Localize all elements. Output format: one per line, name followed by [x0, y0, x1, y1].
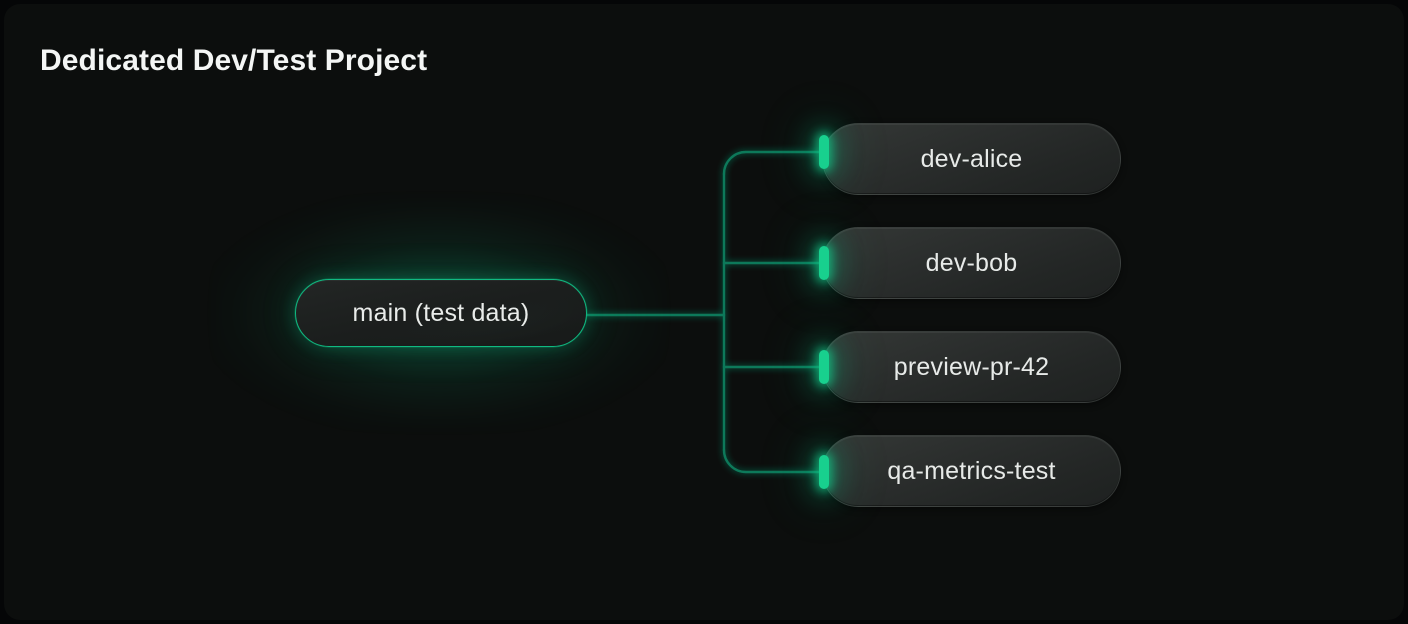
branch-node-label: qa-metrics-test	[887, 456, 1056, 485]
connector-lines	[585, 150, 824, 474]
connector-path	[722, 448, 824, 474]
branch-tree-diagram: main (test data) dev-alice dev-bob preview…	[4, 4, 1404, 620]
branch-node[interactable]: qa-metrics-test	[822, 435, 1121, 507]
branch-node-label: preview-pr-42	[893, 352, 1050, 381]
root-node-label: main (test data)	[352, 298, 530, 327]
root-node-pill[interactable]: main (test data)	[295, 279, 587, 347]
connector-path	[722, 150, 824, 176]
root-node[interactable]: main (test data)	[213, 197, 665, 429]
page-title: Dedicated Dev/Test Project	[40, 44, 428, 77]
branch-node[interactable]: dev-alice	[822, 123, 1121, 195]
branch-node[interactable]: preview-pr-42	[822, 331, 1121, 403]
diagram-card: Dedicated Dev/Test Project	[4, 4, 1404, 620]
branch-node-label: dev-alice	[920, 144, 1023, 173]
branch-node[interactable]: dev-bob	[822, 227, 1121, 299]
branch-node-label: dev-bob	[925, 248, 1018, 277]
